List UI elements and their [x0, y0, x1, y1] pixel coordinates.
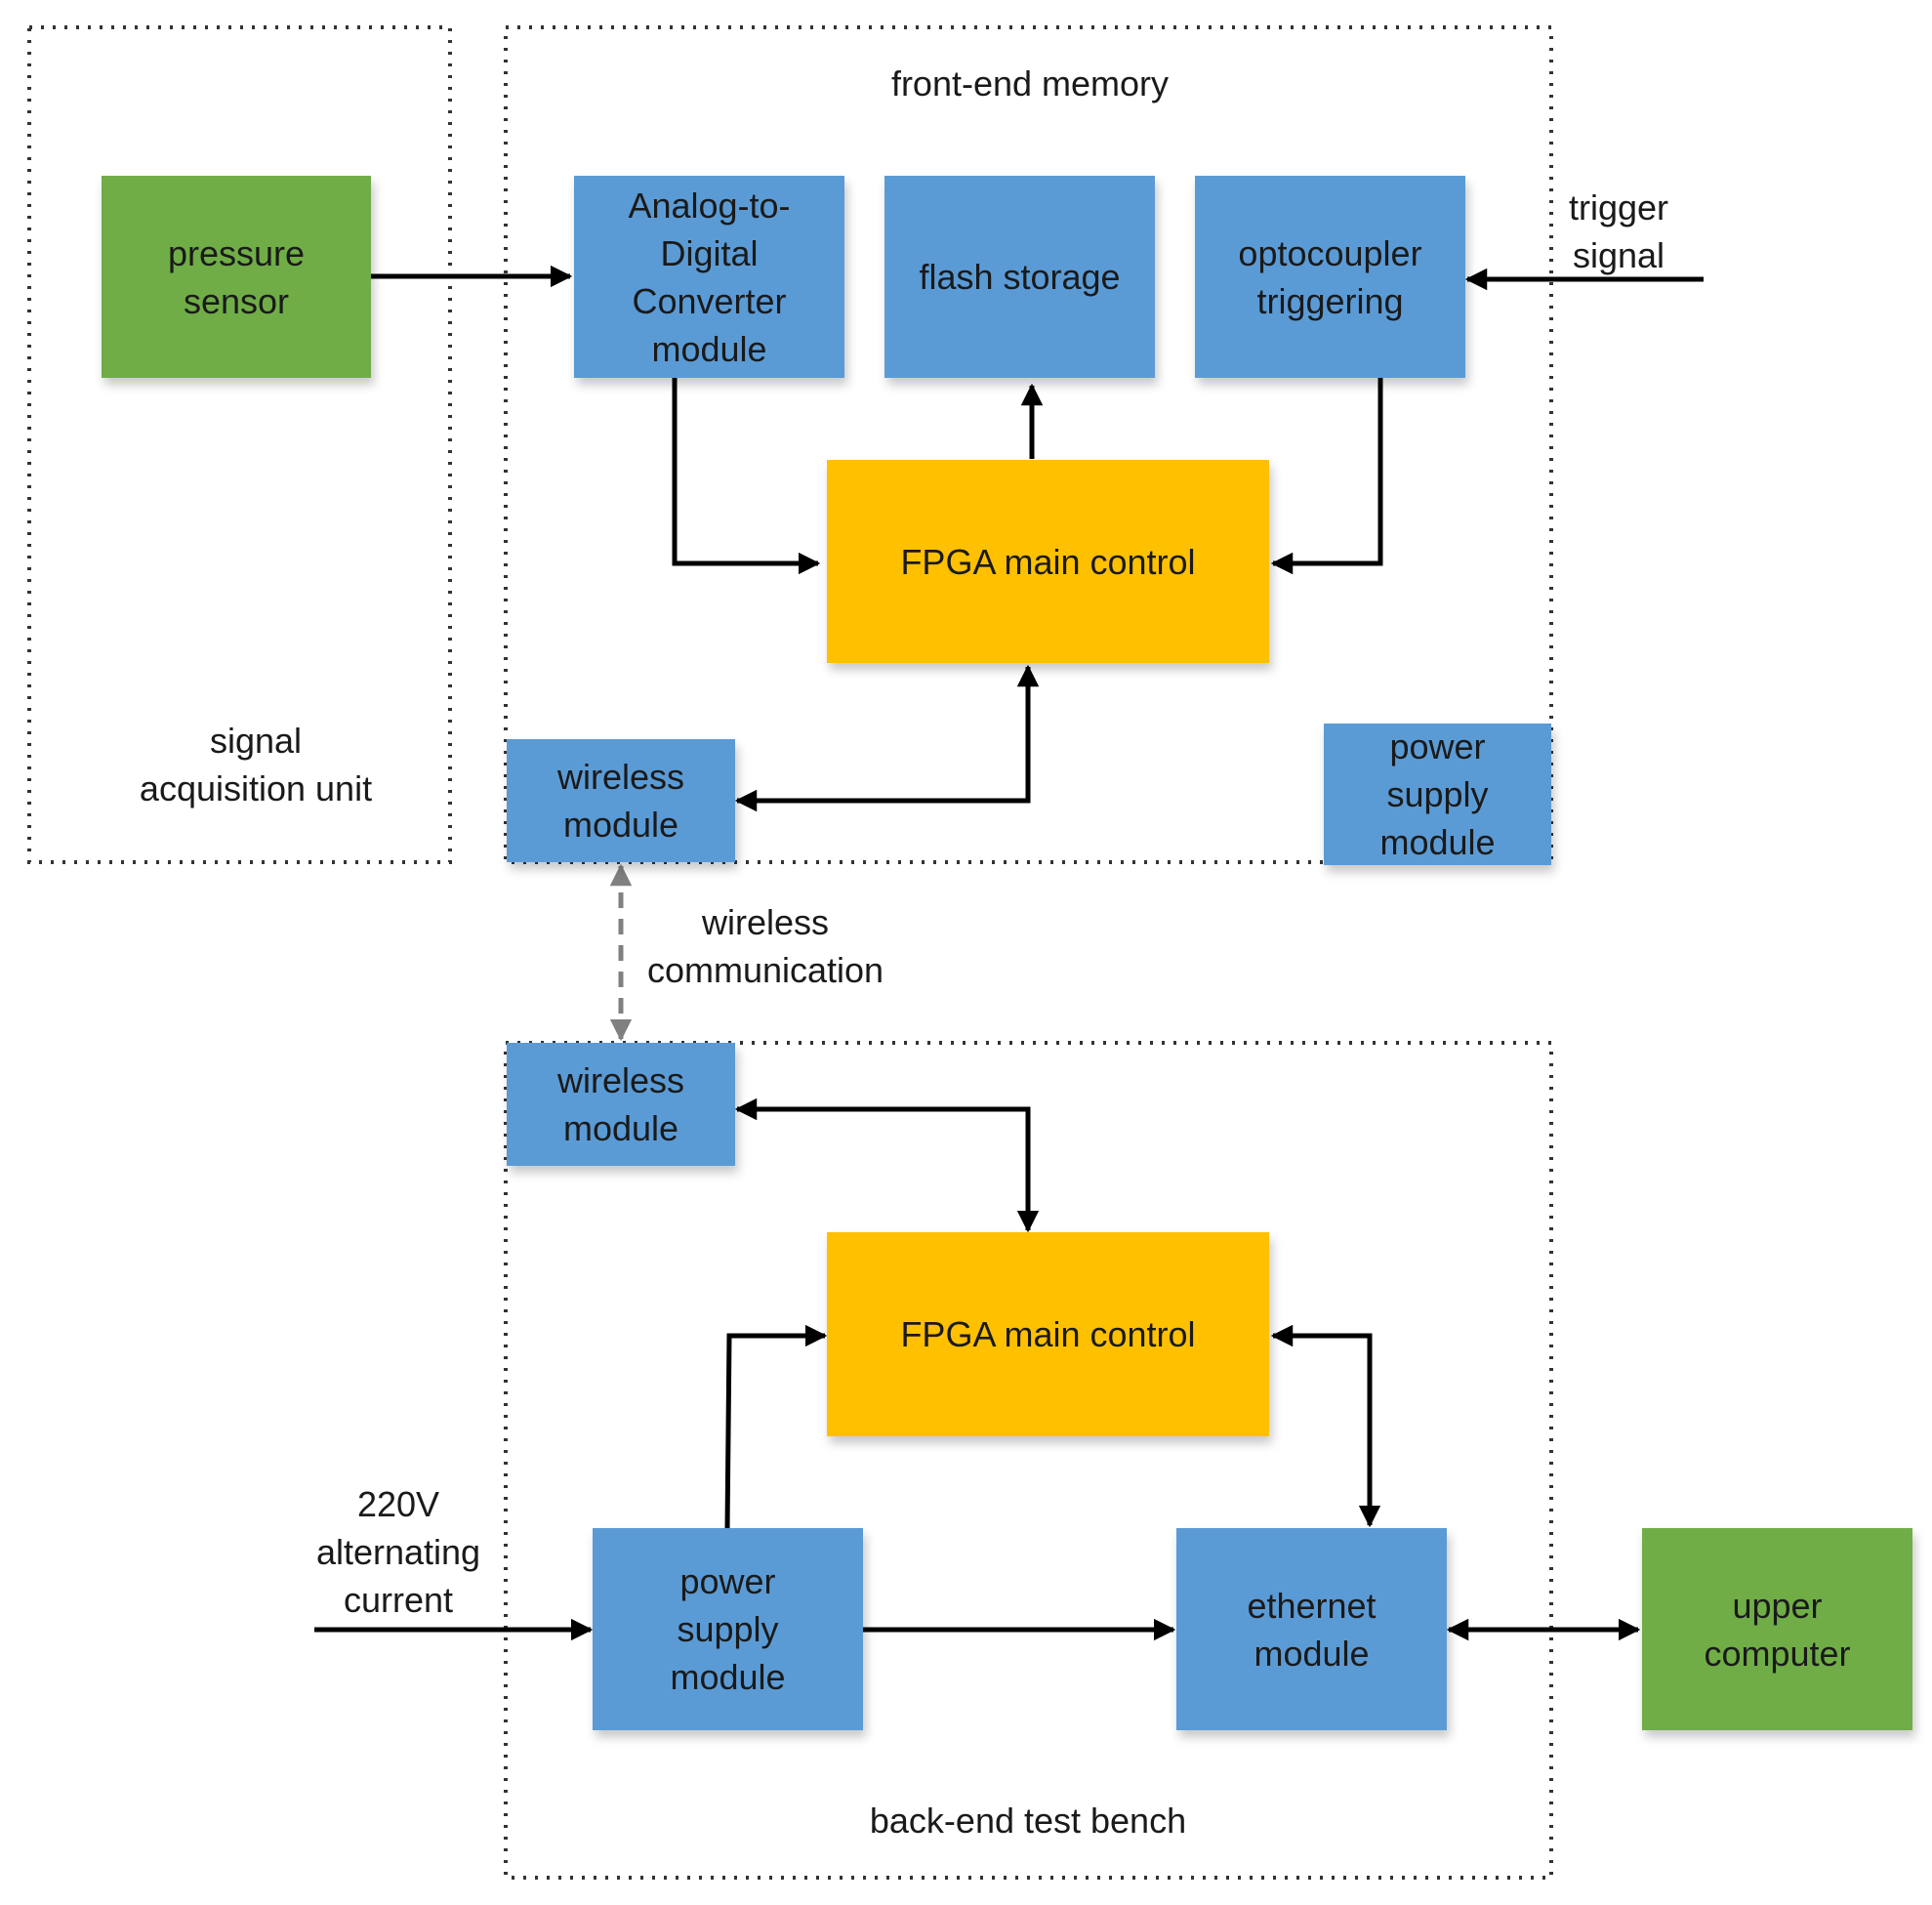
arrow-optocoupler-to-fpga	[1270, 378, 1383, 575]
arrow-fpga-wireless-front	[734, 664, 1040, 812]
wireless-module-back: wireless module	[507, 1043, 735, 1166]
group-title-back-end: back-end test bench	[869, 1801, 1187, 1841]
front-end-frame	[504, 25, 1553, 864]
ethernet-module-node: ethernet module	[1176, 1528, 1447, 1730]
adc-module-node: Analog-to- Digital Converter module	[574, 176, 844, 378]
power-supply-module-back: power supply module	[593, 1528, 863, 1730]
arrow-fpga-ethernet	[1270, 1324, 1381, 1528]
trigger-signal-label: trigger signal	[1568, 187, 1669, 275]
arrow-power-to-fpga	[724, 1324, 828, 1530]
power-supply-module-front: power supply module	[1324, 724, 1551, 865]
wireless-module-front: wireless module	[507, 739, 735, 862]
ac-input-label: 220V alternating current	[315, 1484, 481, 1620]
fpga-main-control-front: FPGA main control	[827, 460, 1269, 663]
arrow-wireless-back-fpga	[734, 1097, 1040, 1233]
flash-storage-node: flash storage	[884, 176, 1155, 378]
wireless-communication-label: wireless communication	[646, 902, 884, 990]
back-end-frame	[504, 1041, 1553, 1880]
upper-computer-node: upper computer	[1642, 1528, 1912, 1730]
arrow-adc-to-fpga	[672, 378, 821, 575]
signal-acquisition-frame	[27, 25, 452, 864]
fpga-main-control-back: FPGA main control	[827, 1232, 1269, 1436]
optocoupler-triggering-node: optocoupler triggering	[1195, 176, 1465, 378]
pressure-sensor-node: pressure sensor	[102, 176, 371, 378]
group-title-front-end: front-end memory	[890, 63, 1170, 104]
group-title-signal-acquisition: signal acquisition unit	[139, 721, 373, 808]
